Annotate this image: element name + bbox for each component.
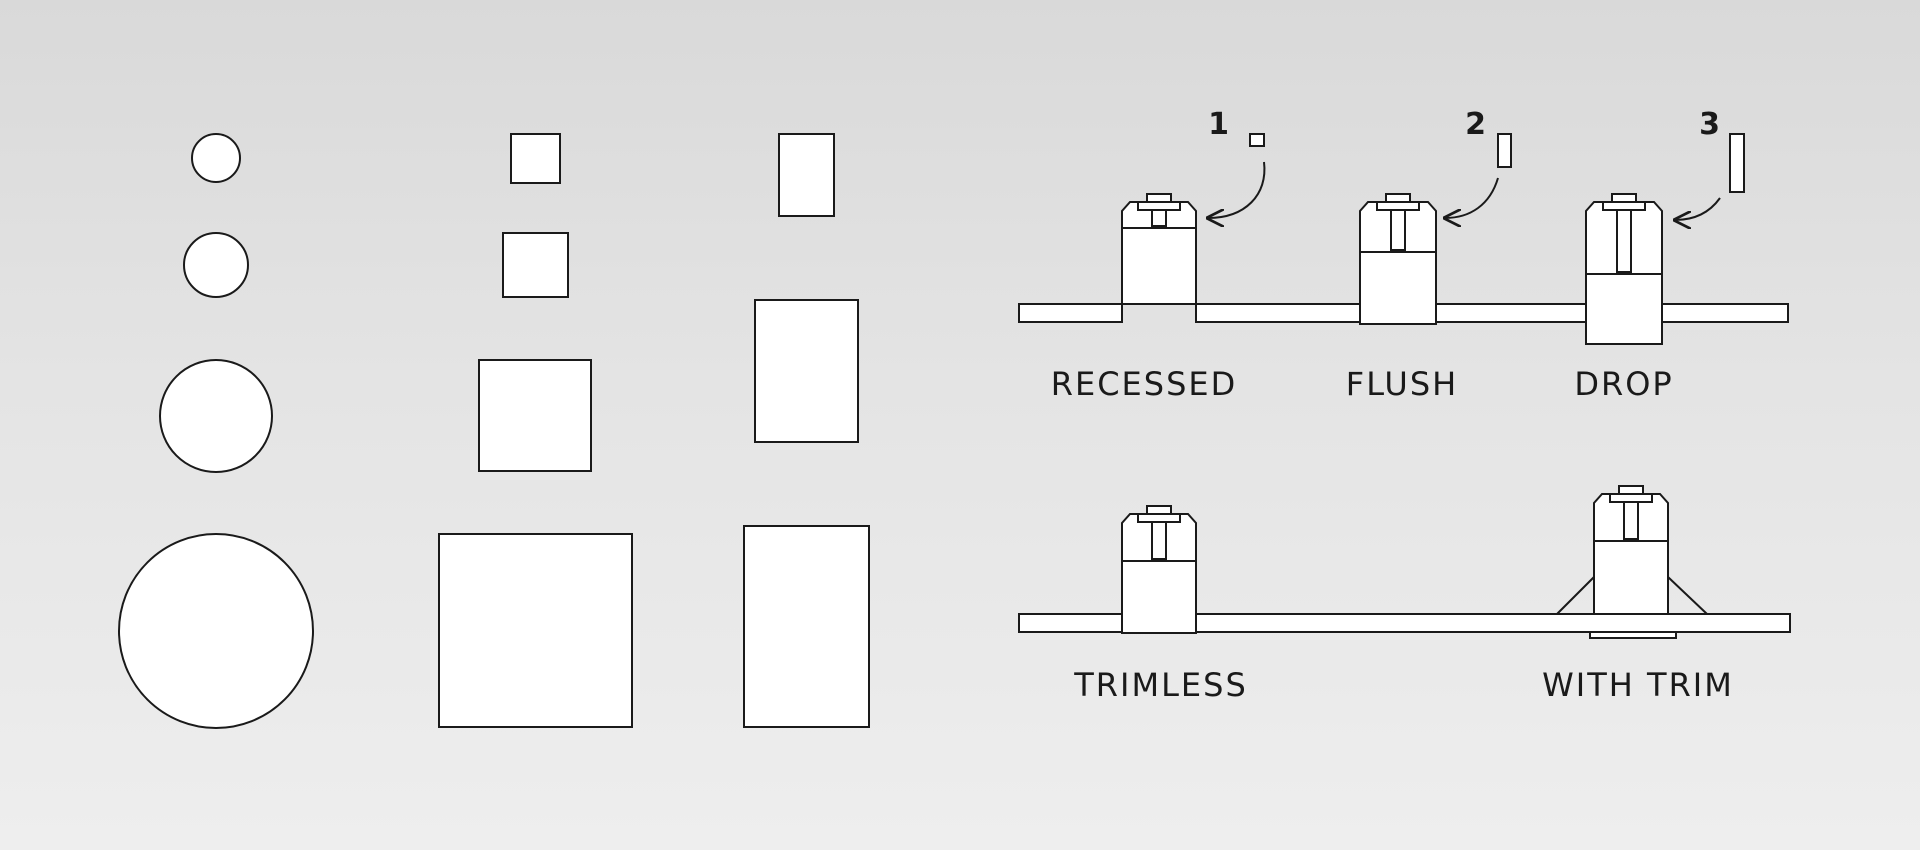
circle-shape-xlarge (118, 533, 314, 729)
circle-shape-large (159, 359, 273, 473)
circle-shape-medium (183, 232, 249, 298)
ceiling-segment (1661, 303, 1789, 323)
rectangle-shape-small (778, 133, 835, 217)
circle-shape-small (191, 133, 241, 183)
callout-3: 3 (1675, 107, 1745, 220)
fixture-bolt-head (1618, 485, 1644, 495)
fixture-with-trim (1556, 485, 1708, 639)
ceiling-segment (1195, 613, 1791, 633)
fixture-drop (1585, 193, 1663, 345)
callout-number: 3 (1699, 107, 1720, 142)
ceiling-segment (1018, 303, 1123, 323)
label-trimless: TRIMLESS (1073, 666, 1248, 704)
callout-arrow-icon (1675, 197, 1721, 220)
fixture-trimless (1121, 505, 1197, 634)
fixture-bolt-head (1385, 193, 1411, 203)
ceiling-segment (1018, 613, 1123, 633)
fixture-bolt-shaft (1151, 521, 1167, 560)
callout-profile (1249, 133, 1265, 147)
fixture-body (1585, 273, 1663, 345)
trim-bevel-left (1556, 576, 1595, 615)
fixture-bolt-plate (1137, 513, 1181, 523)
fixture-bolt-head (1146, 193, 1172, 203)
callout-number: 2 (1465, 107, 1486, 142)
ceiling-segment (1435, 303, 1587, 323)
fixture-bolt-shaft (1616, 209, 1632, 273)
fixture-body (1593, 540, 1669, 615)
callout-number: 1 (1208, 107, 1229, 142)
rectangle-column (743, 133, 870, 728)
trim-plate (1589, 631, 1677, 639)
fixture-bolt-plate (1137, 201, 1181, 211)
fixture-bolt-shaft (1390, 209, 1406, 251)
square-shape-large (478, 359, 592, 472)
fixture-flush (1359, 193, 1437, 325)
square-shape-small (510, 133, 561, 184)
callout-1: 1 (1208, 107, 1266, 218)
fixture-body (1359, 251, 1437, 325)
circle-column (118, 133, 314, 729)
fixture-bolt-shaft (1151, 209, 1167, 227)
fixture-recessed (1121, 193, 1197, 305)
callout-profile (1497, 133, 1512, 168)
fixture-bolt-head (1146, 505, 1172, 515)
square-shape-xlarge (438, 533, 633, 728)
callout-arrow-icon (1208, 161, 1266, 218)
fixture-bolt-plate (1376, 201, 1420, 211)
square-column (438, 133, 633, 728)
callout-arrow-icon (1445, 177, 1499, 218)
label-recessed: RECESSED (1051, 365, 1238, 403)
label-flush: FLUSH (1346, 365, 1458, 403)
label-drop: DROP (1574, 365, 1673, 403)
fixture-body (1121, 560, 1197, 634)
fixture-bolt-head (1611, 193, 1637, 203)
ceiling-segment (1195, 303, 1361, 323)
label-with-trim: WITH TRIM (1542, 666, 1734, 704)
fixture-body (1121, 227, 1197, 305)
fixture-bolt-plate (1609, 493, 1653, 503)
callout-profile (1729, 133, 1745, 193)
fixture-bolt-shaft (1623, 501, 1639, 540)
square-shape-medium (502, 232, 569, 298)
rectangle-shape-large (743, 525, 870, 728)
rectangle-shape-medium (754, 299, 859, 443)
trim-bevel-right (1667, 576, 1708, 615)
fixture-bolt-plate (1602, 201, 1646, 211)
callout-2: 2 (1445, 107, 1512, 218)
